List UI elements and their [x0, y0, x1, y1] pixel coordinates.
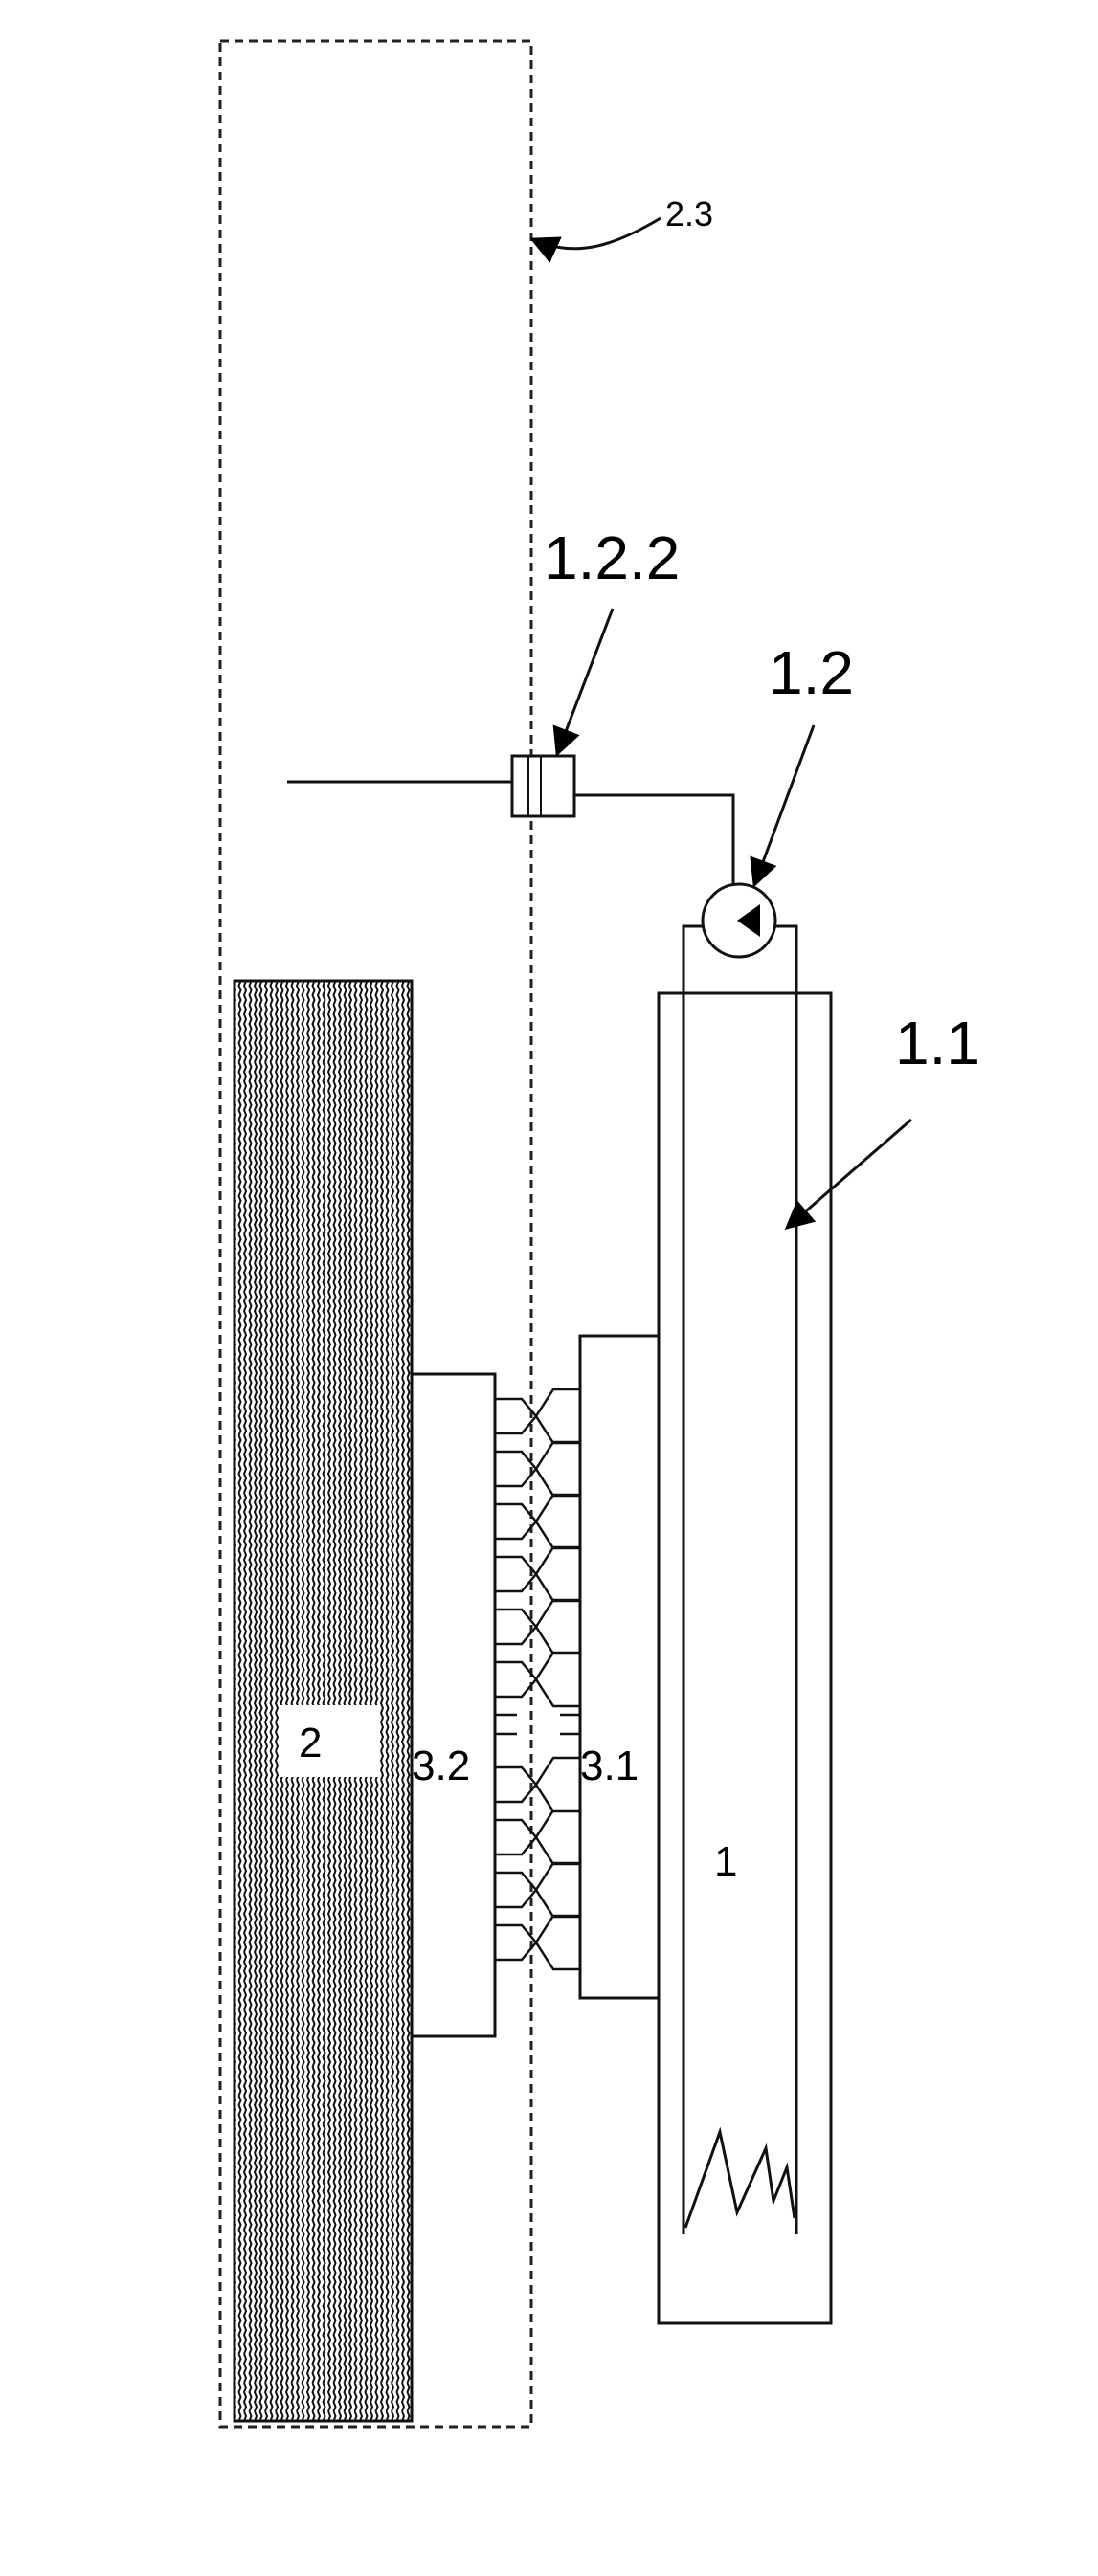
- board-3-1: [580, 1336, 666, 1998]
- contact-pins: [495, 1389, 580, 1969]
- contact-pin-3-1: [536, 1547, 580, 1601]
- valve-1-2-2: [512, 756, 574, 816]
- leader-arrow-1-2-2: [557, 609, 613, 754]
- hatched-block-2: [235, 981, 412, 2421]
- contact-tick-3-1: [560, 1715, 580, 1734]
- label-1-1: 1.1: [895, 1009, 980, 1077]
- contact-pin-3-1: [536, 1810, 580, 1864]
- label-1-2: 1.2: [769, 638, 854, 707]
- contact-pin-3-1: [536, 1389, 580, 1443]
- contact-pin-3-1: [536, 1653, 580, 1706]
- label-1-2-2: 1.2.2: [544, 523, 680, 592]
- label-3-2: 3.2: [412, 1743, 470, 1789]
- label-2: 2: [299, 1720, 322, 1766]
- contact-pin-3-2: [495, 1504, 536, 1539]
- contact-pin-3-1: [536, 1863, 580, 1917]
- label-3-1: 3.1: [580, 1743, 639, 1789]
- contact-pin-3-1: [536, 1758, 580, 1811]
- block-2-label-bg: [280, 1705, 380, 1777]
- leader-arrow-2-3: [532, 218, 661, 249]
- contact-pin-3-1: [536, 1600, 580, 1654]
- contact-pin-3-1: [536, 1916, 580, 1969]
- pipe-pump-to-valve: [574, 795, 733, 884]
- contact-pin-3-1: [536, 1442, 580, 1496]
- label-2-3: 2.3: [665, 194, 713, 233]
- contact-pin-3-1: [536, 1495, 580, 1548]
- contact-pin-3-2: [495, 1662, 536, 1697]
- contact-pin-3-2: [495, 1820, 536, 1854]
- label-1: 1: [714, 1838, 737, 1885]
- contact-tick-3-2: [495, 1715, 517, 1734]
- leader-arrow-1-2: [754, 725, 814, 885]
- frame-left: [412, 1374, 495, 2036]
